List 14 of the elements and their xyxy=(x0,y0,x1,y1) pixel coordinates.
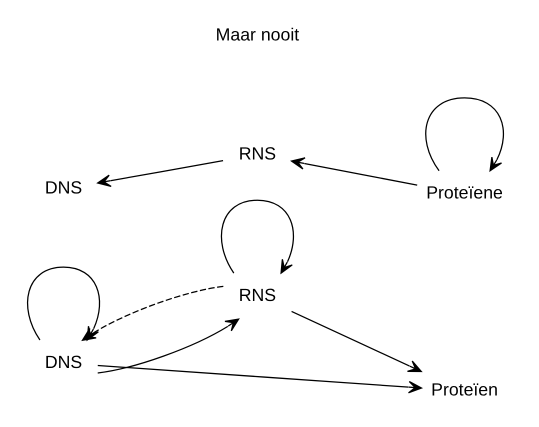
node-text: Proteïen xyxy=(431,380,498,400)
arrow xyxy=(425,97,504,172)
arrow xyxy=(291,310,422,372)
node-text: DNS xyxy=(44,352,82,372)
node-text: RNS xyxy=(238,284,276,305)
arrow xyxy=(98,364,422,394)
node-text: DNS xyxy=(44,178,82,198)
label: Maar nooit xyxy=(216,24,300,45)
arrow xyxy=(97,160,224,188)
arrow xyxy=(290,157,418,186)
node-text: Proteïene xyxy=(426,182,503,203)
node-text: RNS xyxy=(238,143,276,164)
arrow xyxy=(220,200,294,274)
arrow xyxy=(98,318,240,374)
